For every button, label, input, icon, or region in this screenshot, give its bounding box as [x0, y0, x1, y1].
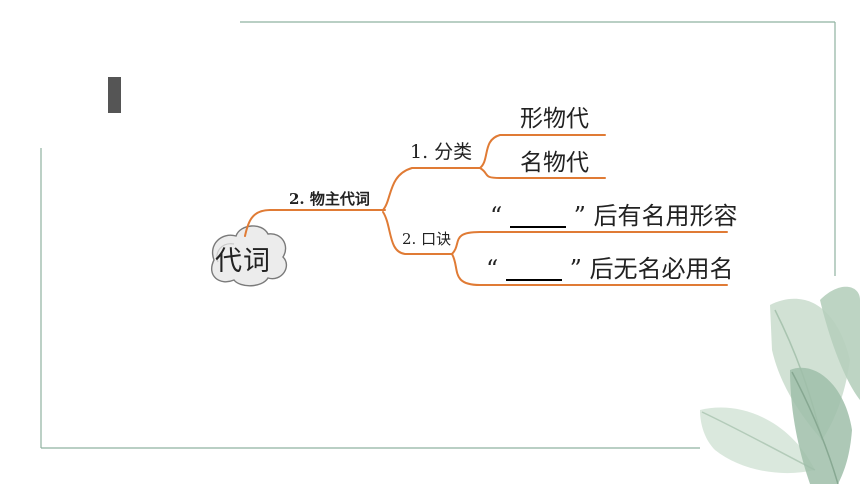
branch-classification: 1. 分类 — [410, 141, 473, 163]
branch-possessive-pronoun: 2. 物主代词 — [289, 190, 370, 208]
fill-blank — [509, 206, 566, 228]
close-quote: ” — [573, 202, 586, 230]
decorative-frame — [40, 21, 836, 449]
mnemonic-line-2: “ ” 后无名必用名 — [486, 257, 733, 281]
close-quote: ” — [569, 255, 582, 283]
branch-mnemonic: 2. 口诀 — [402, 230, 452, 248]
fill-blank — [505, 259, 562, 281]
mindmap-root-label: 代词 — [215, 246, 271, 277]
open-quote: “ — [490, 202, 503, 230]
mnemonic-line-1: “ ” 后有名用形容 — [490, 204, 737, 228]
title-accent-bar — [108, 77, 121, 113]
open-quote: “ — [486, 255, 499, 283]
leaf-adjective-possessive: 形物代 — [520, 106, 589, 132]
mnemonic-text: 后有名用形容 — [593, 202, 738, 230]
mnemonic-text: 后无名必用名 — [589, 255, 734, 283]
leaf-noun-possessive: 名物代 — [520, 150, 589, 176]
cloud-shape — [211, 225, 288, 287]
branch-lines — [244, 134, 728, 286]
leaf-decoration — [700, 286, 860, 484]
